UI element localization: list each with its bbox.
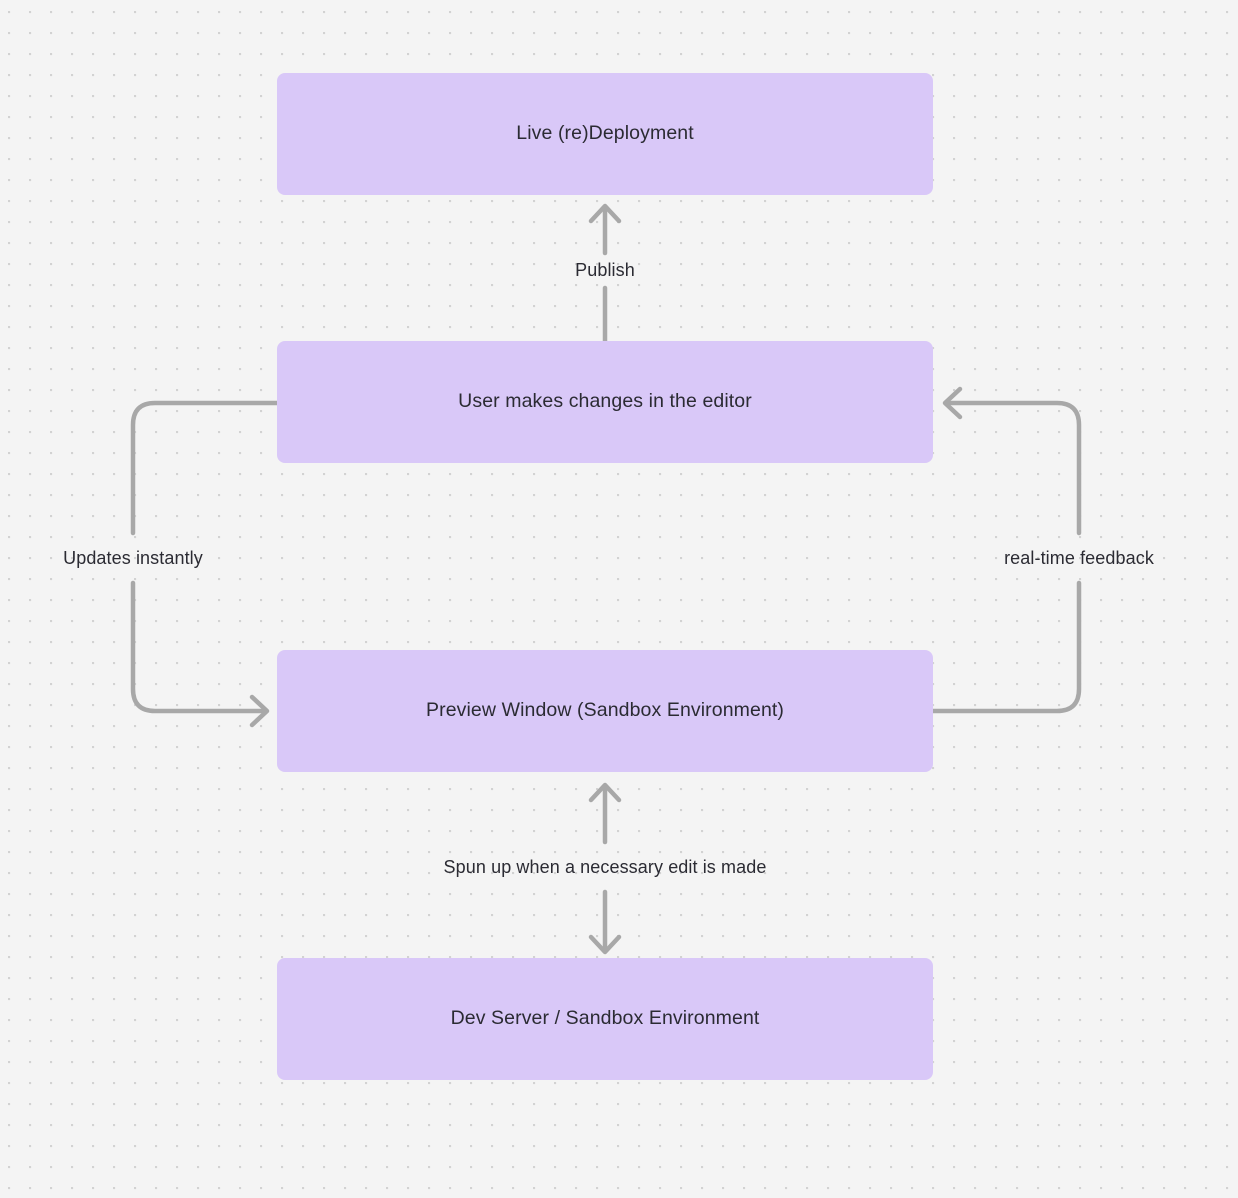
node-preview-window[interactable]: Preview Window (Sandbox Environment): [277, 650, 933, 772]
node-live-redeployment[interactable]: Live (re)Deployment: [277, 73, 933, 195]
node-label: Dev Server / Sandbox Environment: [450, 1007, 760, 1030]
node-label: Live (re)Deployment: [516, 122, 694, 145]
node-label: User makes changes in the editor: [458, 390, 752, 413]
edge-label-updates-instantly: Updates instantly: [63, 548, 203, 568]
node-user-makes-changes[interactable]: User makes changes in the editor: [277, 341, 933, 463]
edge-label-publish: Publish: [575, 260, 635, 280]
node-dev-server[interactable]: Dev Server / Sandbox Environment: [277, 958, 933, 1080]
node-label: Preview Window (Sandbox Environment): [426, 699, 784, 722]
edge-label-real-time-feedback: real-time feedback: [1004, 548, 1154, 568]
edge-label-spun-up: Spun up when a necessary edit is made: [443, 857, 767, 877]
